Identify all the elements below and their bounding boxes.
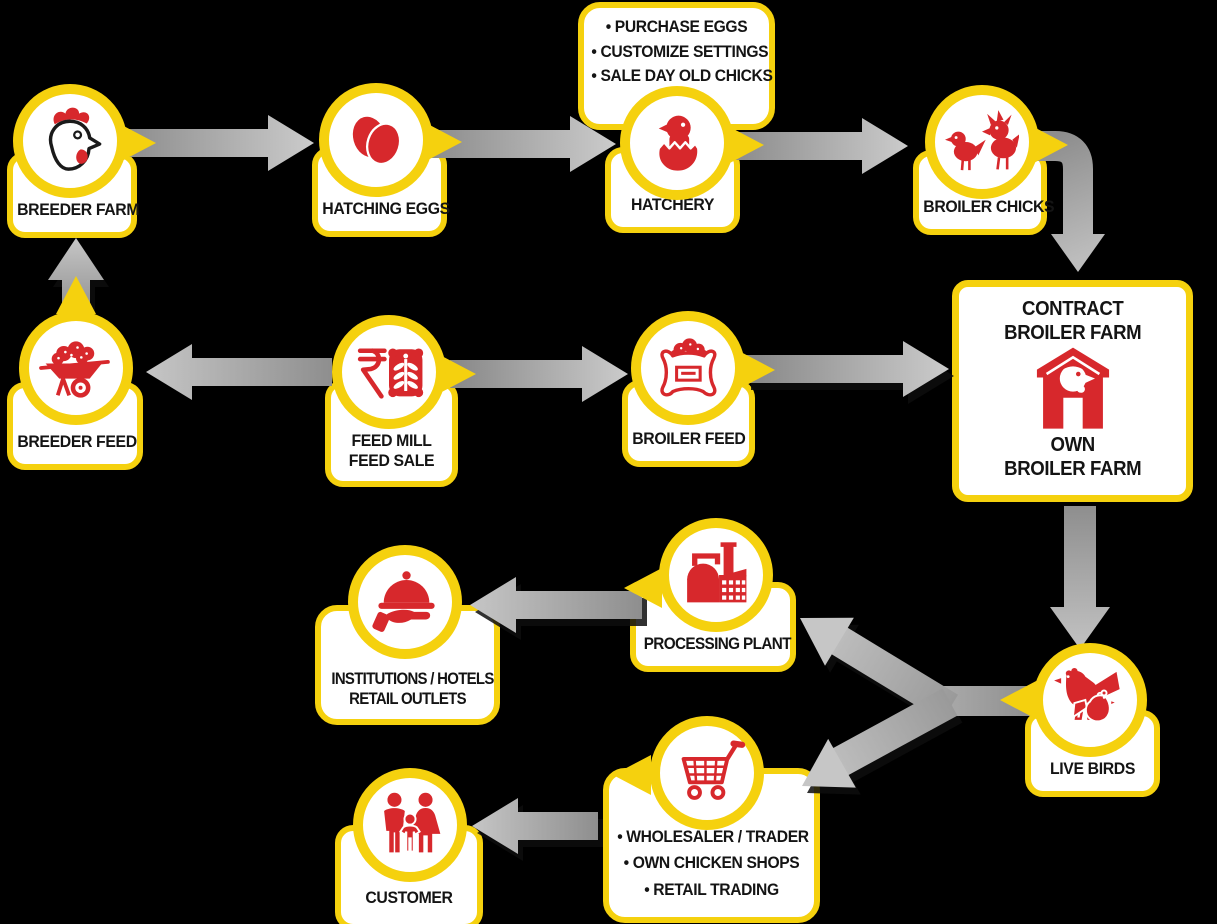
live-birds-label: LIVE BIRDS bbox=[1049, 758, 1136, 778]
processing-plant-circle bbox=[659, 518, 773, 632]
arrow-wholesaler-customer bbox=[472, 798, 598, 854]
hatchery-notes-box: • PURCHASE EGGS • CUSTOMIZE SETTINGS • S… bbox=[578, 2, 775, 130]
arrow-hatchingeggs-hatchery bbox=[416, 116, 616, 172]
two-chicks-icon bbox=[945, 110, 1019, 171]
feed-mill-circle bbox=[332, 315, 446, 429]
breeder-farm-label: BREEDER FARM bbox=[17, 199, 140, 219]
feed-bag-icon bbox=[660, 338, 717, 397]
broiler-feed-circle bbox=[631, 311, 745, 425]
contract-farm-box: CONTRACT BROILER FARM OWN BROILER FARM bbox=[952, 280, 1193, 502]
wholesaler-pointer bbox=[613, 755, 651, 795]
hatchery-label: HATCHERY bbox=[630, 194, 715, 214]
arrow-feedmill-breederfeed bbox=[146, 344, 332, 400]
wholesaler-circle bbox=[650, 716, 764, 830]
arrow-hatchery-broilerchicks bbox=[722, 118, 908, 174]
family-icon bbox=[384, 792, 441, 853]
broiler-chicks-circle bbox=[925, 85, 1039, 199]
breeder-feed-circle bbox=[19, 311, 133, 425]
arrow-livebirds-fork bbox=[800, 617, 1046, 788]
breeder-farm-circle bbox=[13, 84, 127, 198]
broiler-feed-label: BROILER FEED bbox=[632, 428, 746, 448]
arrow-feedmill-broilerfeed bbox=[450, 346, 628, 402]
chicken-head-icon bbox=[48, 107, 102, 171]
hatching-eggs-circle bbox=[319, 83, 433, 197]
hatching-chick-icon bbox=[656, 115, 700, 174]
hatchery-circle bbox=[620, 86, 734, 200]
wholesaler-notes: • WHOLESALER / TRADER • OWN CHICKEN SHOP… bbox=[617, 826, 809, 899]
live-birds-pointer bbox=[1000, 680, 1038, 720]
eggs-icon bbox=[352, 116, 402, 166]
institutions-label: INSTITUTIONS / HOTELS RETAIL OUTLETS bbox=[331, 668, 494, 708]
arrow-processing-institutions bbox=[470, 577, 642, 633]
own-broiler-farm-title: OWN BROILER FARM bbox=[1003, 434, 1142, 480]
arrow-breederfarm-hatchingeggs bbox=[108, 115, 314, 171]
wheelbarrow-icon bbox=[39, 341, 110, 398]
processing-plant-pointer bbox=[624, 568, 662, 608]
live-birds-circle bbox=[1033, 643, 1147, 757]
arrow-contractfarm-livebirds bbox=[1050, 506, 1110, 649]
breeder-feed-label: BREEDER FEED bbox=[17, 431, 137, 451]
hatching-eggs-label: HATCHING EGGS bbox=[322, 198, 450, 218]
institutions-circle bbox=[348, 545, 462, 659]
contract-farm-title: CONTRACT BROILER FARM bbox=[1003, 298, 1142, 344]
hatchery-notes: • PURCHASE EGGS • CUSTOMIZE SETTINGS • S… bbox=[591, 17, 773, 86]
processing-plant-label: PROCESSING PLANT bbox=[643, 633, 792, 653]
factory-icon bbox=[687, 542, 747, 603]
cloche-hand-icon bbox=[372, 571, 435, 632]
rupee-feed-bag-icon bbox=[357, 348, 424, 399]
customer-label: CUSTOMER bbox=[365, 887, 453, 907]
arrow-broilerfeed-contractfarm bbox=[746, 341, 949, 397]
customer-circle bbox=[353, 768, 467, 882]
barn-chicken-icon bbox=[1036, 347, 1109, 429]
broiler-chicks-label: BROILER CHICKS bbox=[923, 196, 1055, 216]
shopping-cart-icon bbox=[681, 740, 746, 800]
feed-mill-label: FEED MILL FEED SALE bbox=[348, 430, 435, 470]
breeder-feed-pointer bbox=[56, 276, 96, 314]
two-hens-icon bbox=[1054, 668, 1120, 733]
